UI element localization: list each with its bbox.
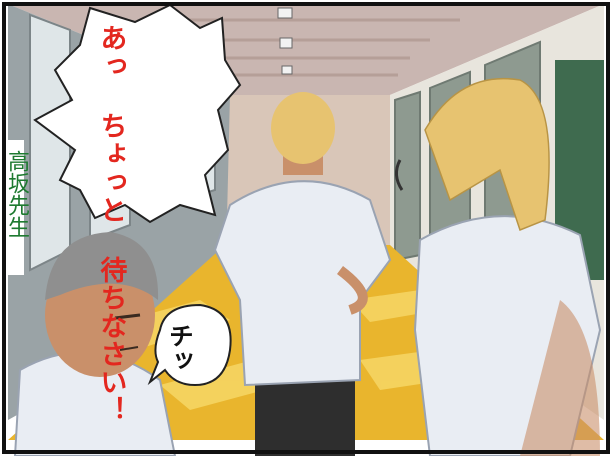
- side-label: 高坂先生: [4, 150, 29, 238]
- speech-line-3: 待ちなさい！: [95, 256, 127, 424]
- ceiling-light-icon: [277, 7, 293, 75]
- walking-student: [213, 92, 392, 456]
- speech-text-main: あっ ちょっと 待ちなさい！: [95, 24, 127, 424]
- speech-bubble-small: [147, 303, 232, 387]
- speech-line-2: ちょっと: [95, 112, 127, 224]
- gray-haired-student: [13, 232, 177, 456]
- speech-line-1: あっ: [95, 24, 127, 80]
- speech-bubble-main: [33, 3, 242, 224]
- blond-student: [395, 77, 602, 456]
- speech-text-small: チッ: [165, 323, 195, 373]
